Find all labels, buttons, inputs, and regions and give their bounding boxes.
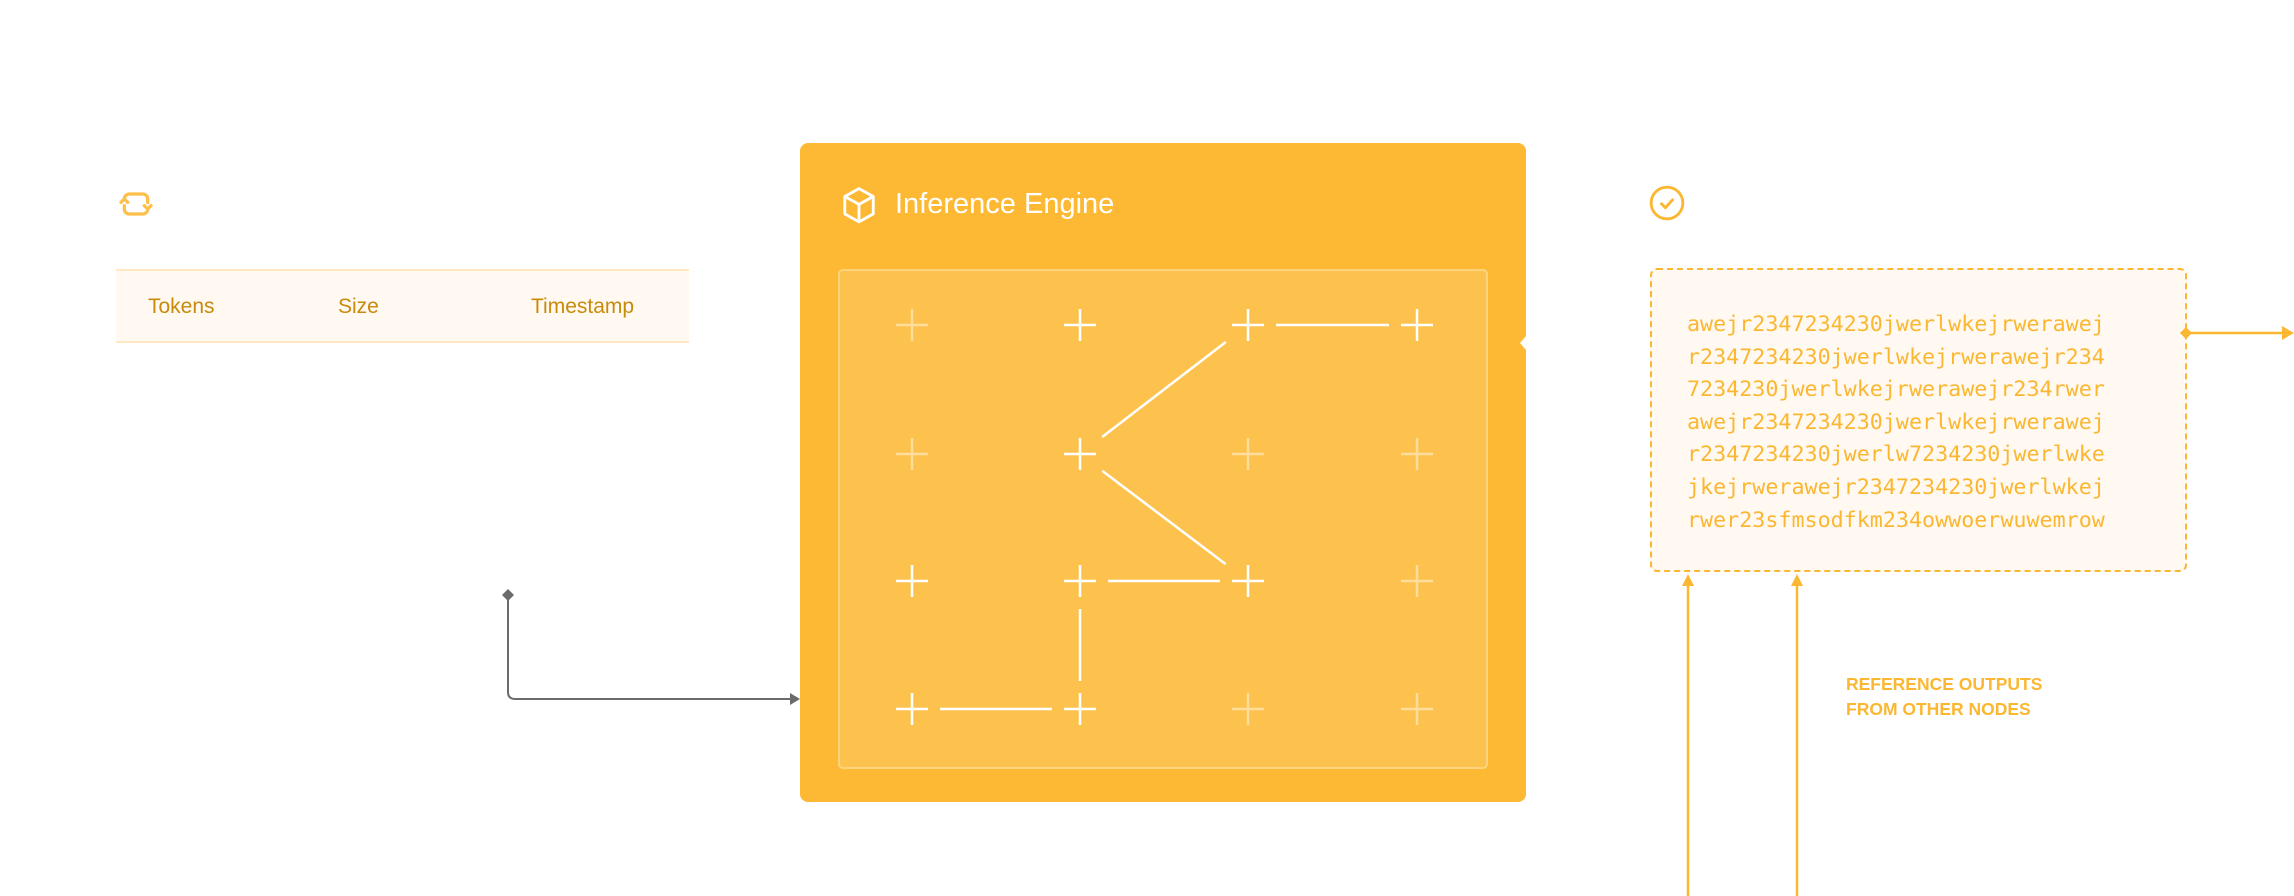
active-node[interactable]: [1064, 438, 1096, 470]
inference-engine-node[interactable]: Inference Engine: [800, 143, 1527, 802]
inactive-node[interactable]: [1401, 438, 1433, 470]
reference-label-line: FROM OTHER NODES: [1846, 699, 2031, 719]
active-node[interactable]: [1064, 693, 1096, 725]
output-line: rwer23sfmsodfkm234owwoerwuwemrow: [1687, 507, 2105, 533]
token-table-header: Tokens Size Timestamp: [116, 269, 689, 343]
node-edge: [1101, 341, 1227, 438]
output-line: awejr2347234230jwerlwkejrwerawej: [1687, 409, 2105, 435]
node-edge: [1101, 469, 1227, 566]
engine-network-panel: [838, 269, 1488, 769]
column-header-tokens: Tokens: [148, 295, 215, 318]
output-text: awejr2347234230jwerlwkejrwerawej r234723…: [1687, 309, 2105, 537]
active-node[interactable]: [896, 693, 928, 725]
inactive-node[interactable]: [1232, 693, 1264, 725]
reference-arrow-2: [1791, 574, 1803, 896]
output-box: awejr2347234230jwerlwkejrwerawej r234723…: [1650, 268, 2187, 572]
inactive-node[interactable]: [896, 438, 928, 470]
output-line: 7234230jwerlwkejrwerawejr234rwer: [1687, 377, 2105, 403]
active-node[interactable]: [1064, 309, 1096, 341]
inactive-node[interactable]: [1232, 438, 1264, 470]
output-port: [1520, 335, 1527, 351]
engine-title: Inference Engine: [895, 188, 1115, 220]
input-connector: [502, 589, 800, 705]
reference-outputs-label: REFERENCE OUTPUTS FROM OTHER NODES: [1846, 672, 2042, 722]
inactive-node[interactable]: [1401, 693, 1433, 725]
reference-label-line: REFERENCE OUTPUTS: [1846, 674, 2043, 694]
refresh-icon: [119, 192, 153, 216]
active-node[interactable]: [1401, 309, 1433, 341]
column-header-size: Size: [338, 295, 379, 318]
output-line: jkejrwerawejr2347234230jwerlwkej: [1687, 474, 2105, 500]
active-node[interactable]: [1064, 565, 1096, 597]
output-line: r2347234230jwerlw7234230jwerlwke: [1687, 442, 2105, 468]
output-line: r2347234230jwerlwkejrwerawejr234: [1687, 344, 2105, 370]
active-node[interactable]: [1232, 565, 1264, 597]
output-line: awejr2347234230jwerlwkejrwerawej: [1687, 312, 2105, 337]
check-circle-icon: [1649, 185, 1685, 221]
active-node[interactable]: [896, 565, 928, 597]
network-graph: [896, 309, 1433, 725]
cube-icon: [843, 187, 875, 224]
active-node[interactable]: [1232, 309, 1264, 341]
reference-arrow-1: [1682, 574, 1694, 896]
inactive-node[interactable]: [896, 309, 928, 341]
inactive-node[interactable]: [1401, 565, 1433, 597]
column-header-timestamp: Timestamp: [531, 295, 635, 318]
output-connector: [2180, 326, 2294, 340]
